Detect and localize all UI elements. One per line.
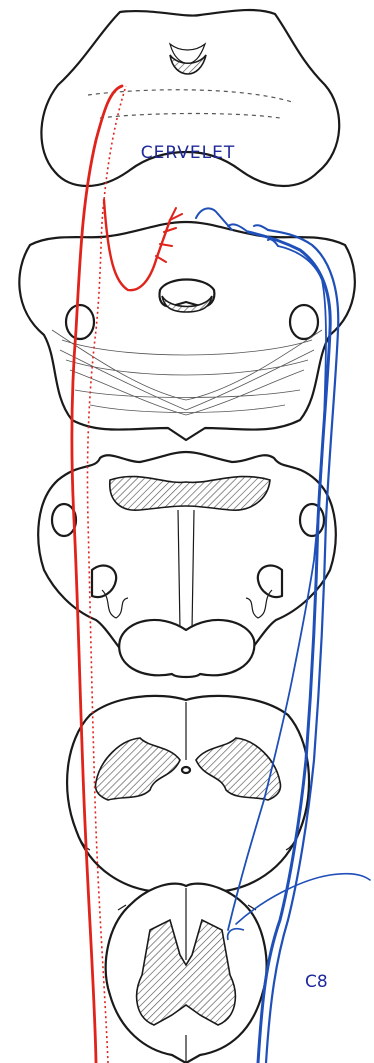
c8-cord-section <box>106 884 267 1063</box>
lower-medulla-section <box>38 452 336 677</box>
segment-c8-label: C8 <box>305 972 328 992</box>
upper-cervical-cord-section <box>67 696 309 900</box>
cerebellum-label: CERVELET <box>141 143 235 163</box>
